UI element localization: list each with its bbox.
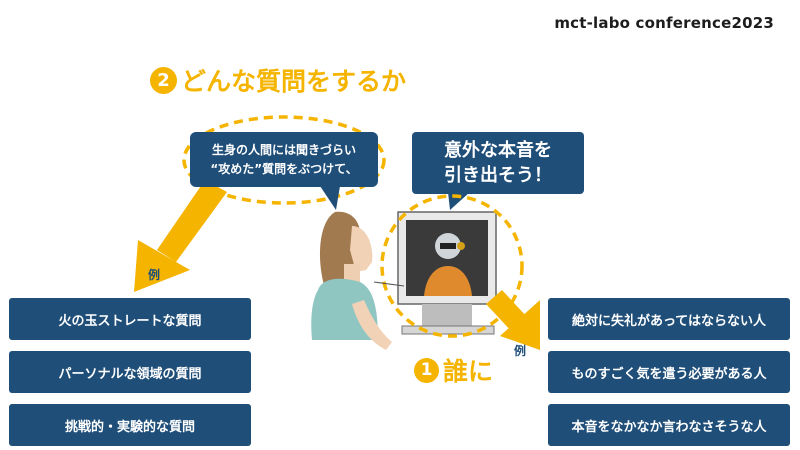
step2-title-text: どんな質問をするか [181, 67, 407, 96]
bubble-right-line2: 引き出そう！ [444, 165, 552, 186]
speech-bubble-right: 意外な本音を 引き出そう！ [412, 132, 584, 194]
bubble-left-line2: “攻めた”質問をぶつけて、 [210, 161, 358, 176]
monitor [397, 211, 497, 335]
dashed-ring-right [380, 194, 524, 338]
step1-number-badge: 1 [414, 357, 439, 383]
question-example-3: 挑戦的・実験的な質問 [9, 404, 251, 446]
woman-figure [311, 211, 392, 350]
robot-body [424, 266, 472, 296]
target-example-2: ものすごく気を遣う必要がある人 [548, 351, 790, 393]
arrow-left-down [134, 180, 227, 292]
example-label-right: 例 [514, 344, 527, 358]
conference-brand: mct-labo conference2023 [554, 14, 774, 32]
bubble-right-line1: 意外な本音を [444, 140, 552, 161]
pointer-line [373, 281, 405, 287]
target-example-3: 本音をなかなか言わなさそうな人 [548, 404, 790, 446]
bubble-left-tail [320, 186, 340, 210]
question-example-2: パーソナルな領域の質問 [9, 351, 251, 393]
bubble-left-line1: 生身の人間には聞きづらい [211, 142, 356, 157]
example-label-left: 例 [148, 268, 161, 282]
question-example-1: 火の玉ストレートな質問 [9, 298, 251, 340]
speech-bubble-left: 生身の人間には聞きづらい “攻めた”質問をぶつけて、 [190, 132, 378, 187]
step1-title-text: 誰に [443, 357, 494, 386]
target-example-1: 絶対に失礼があってはならない人 [548, 298, 790, 340]
step2-number-badge: 2 [150, 66, 177, 94]
arrow-right-down [486, 290, 540, 350]
dashed-ring-left [182, 115, 386, 205]
step1-title: 1 誰に [414, 352, 493, 388]
step2-title: 2 どんな質問をするか [150, 62, 406, 98]
